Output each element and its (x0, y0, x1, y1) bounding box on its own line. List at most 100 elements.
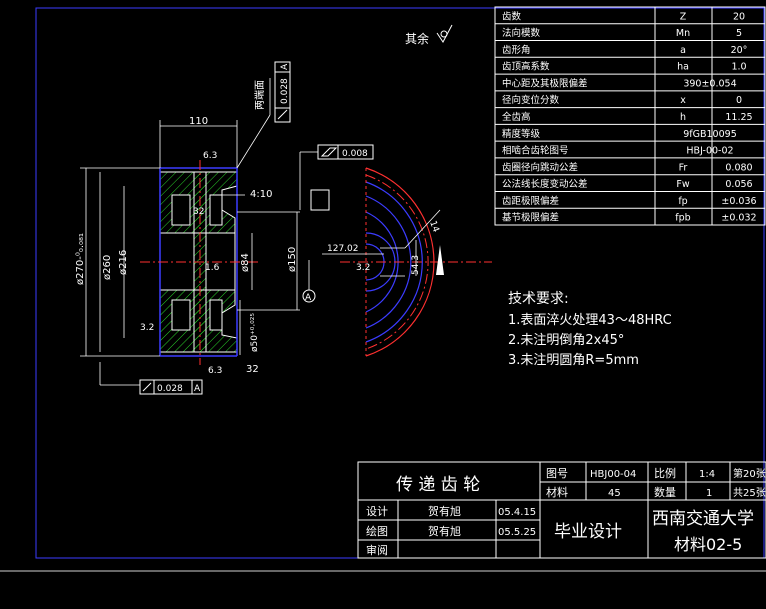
material-value: 45 (608, 488, 621, 499)
rough-rest-label: 其余 (405, 31, 429, 46)
param-name: 法向模数 (502, 27, 541, 39)
tech-note-3: 3.未注明圆角R=5mm (508, 353, 639, 368)
dim-32-web: 32 (193, 207, 204, 217)
flatness-frame (317, 144, 374, 160)
class-name: 材料02-5 (674, 535, 742, 554)
param-name: 齿形角 (502, 44, 531, 56)
gear-parameter-table (494, 6, 766, 226)
dim-d270: ø270-⁰₀.₀₈₁ (75, 233, 86, 285)
param-name: 中心距及其极限偏差 (502, 77, 588, 89)
designer-name: 贺有旭 (428, 504, 461, 518)
qty-value: 1 (706, 488, 712, 499)
rough-32-left: 3.2 (140, 323, 154, 333)
tol-bottom-ref: A (194, 384, 201, 394)
param-symbol: Z (680, 11, 687, 22)
param-value: ±0.032 (721, 213, 756, 224)
tolerance-frame-bottom (139, 379, 203, 395)
rough-32-right: 3.2 (356, 263, 370, 273)
param-row: 齿顶高系数 ha 1.0 (502, 61, 747, 73)
param-row: 基节极限偏差 fpb ±0.032 (502, 212, 757, 224)
qty-label: 数量 (654, 486, 676, 499)
dim-14: 14 (427, 220, 440, 234)
title-block (357, 461, 766, 559)
gear-front-view (322, 167, 492, 357)
param-value: 5 (736, 28, 742, 39)
param-value: 0 (736, 95, 742, 106)
drafter-name: 贺有旭 (428, 524, 461, 538)
dim-d150: ø150 (287, 247, 298, 272)
dim-54-3: 54.3 (411, 255, 421, 275)
param-name: 相啮合齿轮图号 (502, 145, 569, 157)
dim-d84: ø84 (240, 253, 251, 272)
param-symbol: fpb (675, 213, 690, 224)
param-symbol: ha (677, 62, 689, 73)
scale-value: 1:4 (699, 469, 715, 480)
gear-section-view (140, 160, 260, 365)
tech-note-2: 2.未注明倒角2x45° (508, 333, 624, 348)
param-row: 齿距极限偏差 fp ±0.036 (502, 195, 757, 207)
sheet-total: 共25张 (733, 487, 766, 499)
tolerance-frame-top (274, 61, 291, 123)
param-name: 基节极限偏差 (502, 212, 559, 224)
drawing-no: HBJ00-04 (590, 469, 636, 480)
dim-d260: ø260 (102, 255, 113, 280)
param-value: 11.25 (725, 112, 752, 123)
design-label: 设计 (366, 505, 388, 518)
part-name: 传 递 齿 轮 (396, 475, 480, 495)
dim-width-110: 110 (189, 116, 208, 127)
param-value: 20 (733, 11, 745, 22)
param-name: 齿数 (502, 10, 522, 22)
param-name: 齿顶高系数 (502, 61, 550, 73)
param-value: 9fGB10095 (683, 129, 737, 140)
tol-bottom-value: 0.028 (157, 384, 183, 394)
param-name: 齿圈径向跳动公差 (502, 161, 578, 173)
roughness-symbol-icon (436, 24, 453, 43)
param-symbol: Fr (679, 162, 688, 173)
tech-notes-title: 技术要求: (508, 291, 569, 307)
design-date: 05.4.15 (498, 507, 536, 518)
param-name: 径向变位分数 (502, 94, 560, 106)
param-name: 精度等级 (502, 128, 541, 140)
review-label: 审阅 (366, 543, 388, 557)
dim-127-02: 127.02 (327, 244, 359, 254)
dim-taper-4-10: 4:10 (250, 189, 272, 200)
datum-circle (302, 289, 316, 303)
rough-63-bot: 6.3 (208, 366, 222, 376)
datum-box (310, 189, 330, 211)
param-value: 20° (731, 45, 748, 56)
rough-16: 1.6 (205, 263, 220, 273)
param-value: 1.0 (731, 62, 746, 73)
material-label: 材料 (546, 485, 568, 499)
two-ends-label: 两端面 (253, 80, 266, 110)
param-name: 全齿高 (502, 111, 531, 123)
dim-32-bottom: 32 (246, 364, 259, 375)
draw-date: 05.5.25 (498, 527, 536, 538)
param-row: 精度等级 9fGB10095 (502, 128, 737, 140)
datum-label: A (305, 293, 312, 303)
param-name: 公法线长度变动公差 (502, 178, 588, 190)
param-value: 0.080 (725, 162, 752, 173)
param-row: 齿数 Z 20 (502, 10, 745, 22)
param-symbol: fp (678, 196, 687, 207)
dim-d50: ø50⁺⁰·⁰²⁵ (250, 313, 260, 352)
flatness-value: 0.008 (342, 149, 368, 159)
dim-d216: ø216 (118, 250, 129, 275)
tol-top-value: 0.028 (280, 78, 290, 104)
school-name: 西南交通大学 (652, 509, 754, 529)
param-row: 中心距及其极限偏差 390±0.054 (502, 77, 737, 89)
param-row: 齿圈径向跳动公差 Fr 0.080 (502, 161, 753, 173)
dimension-lines (80, 78, 318, 386)
param-value: 390±0.054 (683, 78, 736, 89)
param-value: ±0.036 (721, 196, 756, 207)
param-symbol: Fw (676, 179, 689, 190)
tech-note-1: 1.表面淬火处理43～48HRC (508, 313, 672, 328)
param-name: 齿距极限偏差 (502, 195, 559, 207)
rough-63-top: 6.3 (203, 151, 217, 161)
